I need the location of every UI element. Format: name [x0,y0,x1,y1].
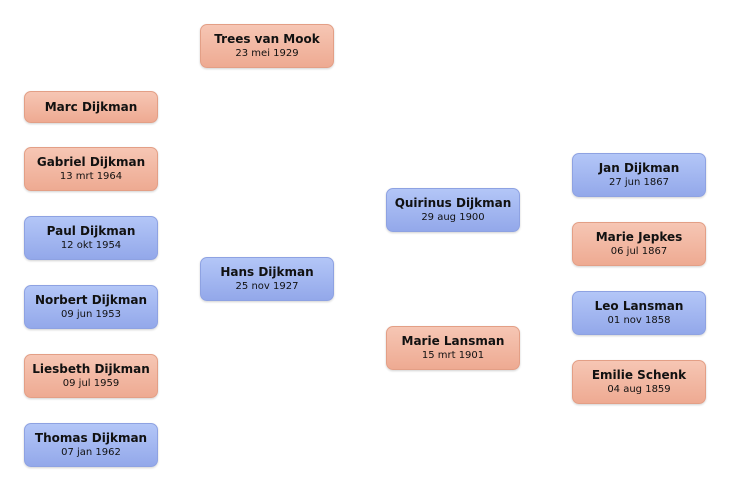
person-name: Norbert Dijkman [34,293,148,307]
person-birth-date: 09 jul 1959 [62,378,120,389]
person-card-liesbeth-dijkman[interactable]: Liesbeth Dijkman 09 jul 1959 [24,354,158,398]
person-name: Trees van Mook [214,32,320,46]
person-name: Thomas Dijkman [34,431,148,445]
person-card-trees-van-mook[interactable]: Trees van Mook 23 mei 1929 [200,24,334,68]
person-name: Leo Lansman [594,299,684,313]
person-name: Marie Jepkes [595,230,683,244]
person-card-gabriel-dijkman[interactable]: Gabriel Dijkman 13 mrt 1964 [24,147,158,191]
person-card-marc-dijkman[interactable]: Marc Dijkman [24,91,158,123]
person-birth-date: 25 nov 1927 [235,281,299,292]
person-birth-date: 04 aug 1859 [607,384,671,395]
person-name: Hans Dijkman [220,265,314,279]
person-birth-date: 29 aug 1900 [421,212,485,223]
person-name: Quirinus Dijkman [394,196,512,210]
person-name: Emilie Schenk [591,368,687,382]
person-card-hans-dijkman[interactable]: Hans Dijkman 25 nov 1927 [200,257,334,301]
person-card-emilie-schenk[interactable]: Emilie Schenk 04 aug 1859 [572,360,706,404]
person-birth-date: 23 mei 1929 [235,48,299,59]
person-birth-date: 12 okt 1954 [60,240,122,251]
person-birth-date: 06 jul 1867 [610,246,668,257]
person-birth-date: 27 jun 1867 [609,177,669,188]
person-name: Marie Lansman [401,334,505,348]
person-card-norbert-dijkman[interactable]: Norbert Dijkman 09 jun 1953 [24,285,158,329]
person-card-jan-dijkman[interactable]: Jan Dijkman 27 jun 1867 [572,153,706,197]
person-card-marie-lansman[interactable]: Marie Lansman 15 mrt 1901 [386,326,520,370]
person-card-marie-jepkes[interactable]: Marie Jepkes 06 jul 1867 [572,222,706,266]
person-name: Jan Dijkman [598,161,680,175]
person-card-thomas-dijkman[interactable]: Thomas Dijkman 07 jan 1962 [24,423,158,467]
person-name: Liesbeth Dijkman [32,362,150,376]
person-card-leo-lansman[interactable]: Leo Lansman 01 nov 1858 [572,291,706,335]
person-card-paul-dijkman[interactable]: Paul Dijkman 12 okt 1954 [24,216,158,260]
person-birth-date: 13 mrt 1964 [59,171,123,182]
person-name: Marc Dijkman [44,99,138,114]
person-name: Paul Dijkman [46,224,136,238]
person-birth-date: 01 nov 1858 [607,315,671,326]
person-birth-date: 15 mrt 1901 [421,350,485,361]
person-name: Gabriel Dijkman [36,155,146,169]
person-card-quirinus-dijkman[interactable]: Quirinus Dijkman 29 aug 1900 [386,188,520,232]
person-birth-date: 09 jun 1953 [61,309,121,320]
person-birth-date: 07 jan 1962 [61,447,121,458]
